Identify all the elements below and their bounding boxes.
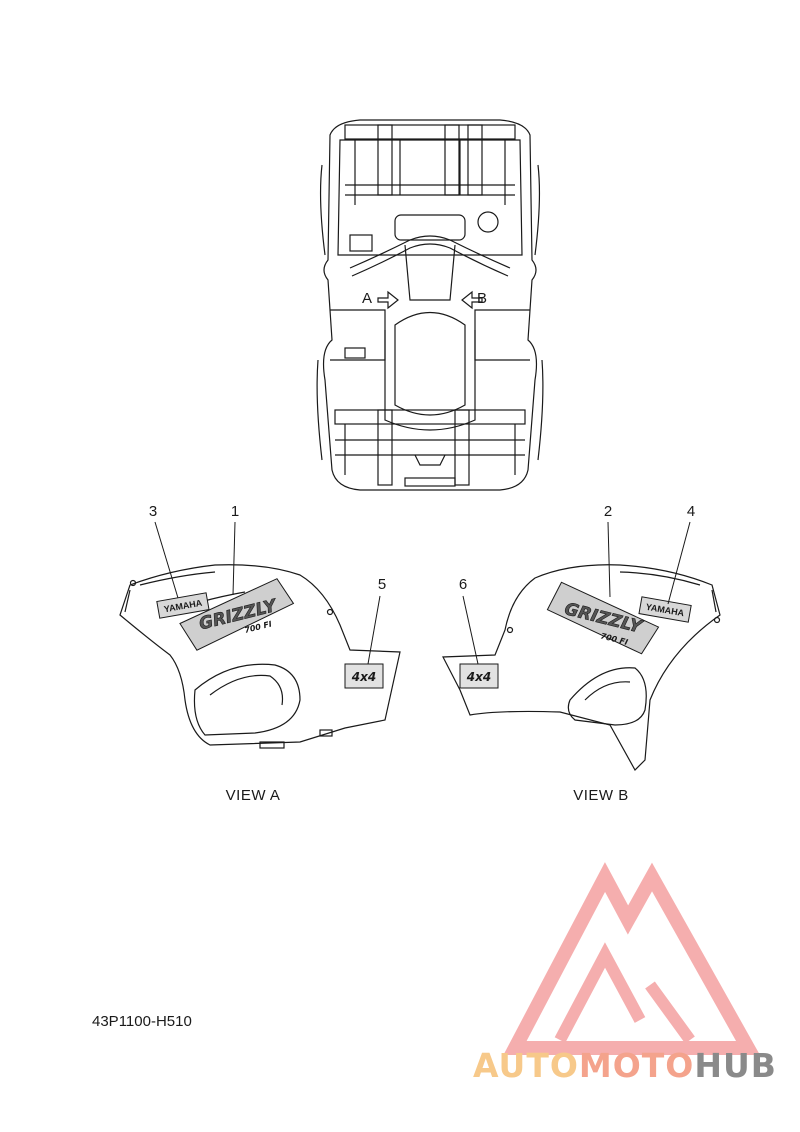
callout-6: 6 [458, 576, 468, 593]
watermark-brand: AUTOMOTOHUB [473, 1046, 777, 1085]
view-b-caption: VIEW B [573, 787, 629, 804]
watermark-hub: HUB [694, 1046, 777, 1085]
watermark-auto: AUTO [473, 1046, 579, 1085]
leader-lines [154, 521, 691, 665]
callout-4: 4 [686, 503, 696, 520]
svg-text:4x4: 4x4 [351, 670, 376, 684]
grizzly-decal-left: GRIZZLY 700 FI [179, 578, 295, 651]
arrow-b-label: B [477, 290, 488, 307]
right-fender-view-b [442, 564, 721, 771]
watermark-moto: MOTO [578, 1046, 695, 1085]
4x4-badge-left: 4x4 [344, 663, 384, 689]
callout-2: 2 [603, 503, 613, 520]
4x4-badge-right: 4x4 [459, 663, 499, 689]
yamaha-decal-right: YAMAHA [638, 596, 692, 623]
callout-3: 3 [148, 503, 158, 520]
yamaha-decal-left: YAMAHA [156, 592, 210, 619]
callout-5: 5 [377, 576, 387, 593]
svg-text:4x4: 4x4 [466, 670, 491, 684]
atv-top-view [316, 119, 544, 491]
grizzly-decal-right: GRIZZLY 700 FI [546, 581, 660, 655]
callout-1: 1 [230, 503, 240, 520]
left-fender-view-a [119, 564, 401, 749]
part-number: 43P1100-H510 [92, 1013, 192, 1030]
view-a-caption: VIEW A [225, 787, 281, 804]
watermark-logo [503, 862, 760, 1055]
arrow-a-label: A [362, 290, 373, 307]
